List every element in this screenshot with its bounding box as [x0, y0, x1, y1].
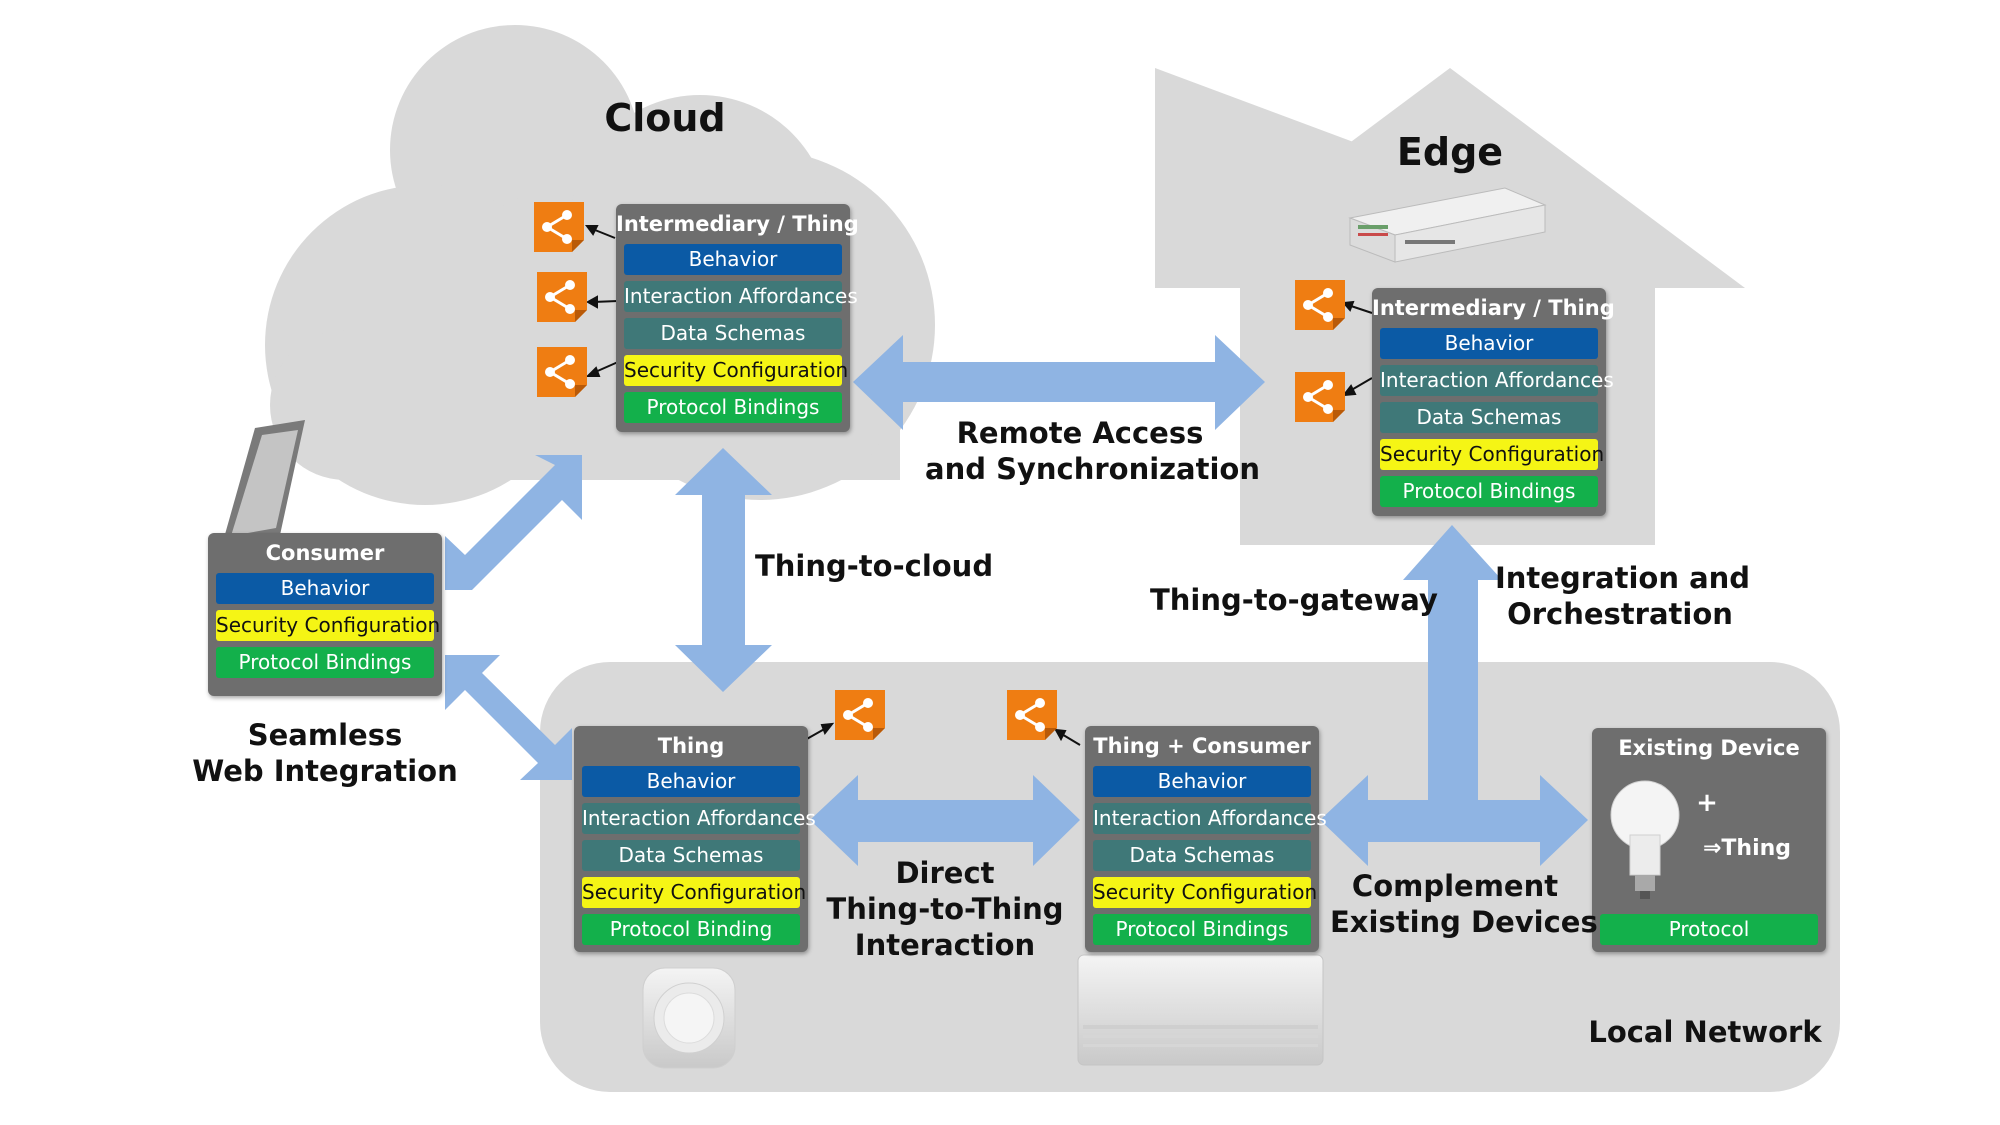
label-line: Direct — [895, 856, 995, 890]
remote-access-arrow — [853, 335, 1265, 430]
label-line: Web Integration — [192, 754, 458, 788]
data-schemas-row: Data Schemas — [1093, 840, 1311, 871]
box-title: Intermediary / Thing — [1372, 296, 1615, 320]
consumer-box: Consumer Behavior Security Configuration… — [208, 533, 442, 696]
td-share-icon — [535, 270, 589, 324]
protocol-bindings-row: Protocol Bindings — [216, 647, 434, 678]
thing-box: Thing Behavior Interaction Affordances D… — [574, 726, 816, 952]
edge-label: Edge — [1396, 130, 1504, 174]
box-title: Consumer — [265, 541, 385, 565]
td-pointer-arrows — [585, 225, 1373, 746]
td-share-icon — [1005, 688, 1059, 742]
cloud-label: Cloud — [604, 96, 726, 140]
connection-arrows — [445, 335, 1588, 866]
plus-sign: + — [1696, 788, 1718, 818]
thing-to-cloud-arrow — [675, 448, 772, 692]
interaction-affordances-row: Interaction Affordances — [1380, 365, 1614, 396]
air-conditioner-device — [1077, 954, 1324, 1066]
light-bulb-icon — [1610, 780, 1680, 899]
security-configuration-row: Security Configuration — [582, 877, 806, 908]
motion-sensor-device — [642, 967, 736, 1069]
direct-interaction-label: Direct Thing-to-Thing Interaction — [820, 855, 1070, 963]
protocol-bindings-row: Protocol Bindings — [1380, 476, 1598, 507]
interaction-affordances-row: Interaction Affordances — [1093, 803, 1327, 834]
td-share-icon — [833, 688, 887, 742]
remote-access-label: Remote Access and Synchronization — [925, 415, 1260, 487]
label-line: Existing Devices — [1330, 905, 1598, 939]
data-schemas-row: Data Schemas — [582, 840, 800, 871]
box-title: Thing + Consumer — [1093, 734, 1311, 758]
box-title: Thing — [657, 734, 725, 758]
td-share-icon — [535, 345, 589, 399]
local-network-label: Local Network — [1588, 1015, 1822, 1049]
security-configuration-row: Security Configuration — [624, 355, 848, 386]
td-share-icon — [1293, 278, 1347, 332]
integration-arrow — [1403, 525, 1502, 815]
protocol-bindings-row: Protocol Bindings — [1093, 914, 1311, 945]
complement-arrow — [1320, 775, 1588, 866]
cloud-intermediary-box: Intermediary / Thing Behavior Interactio… — [616, 204, 859, 432]
behavior-row: Behavior — [624, 244, 842, 275]
direct-thing-arrow — [810, 775, 1080, 866]
td-share-icon — [1293, 370, 1347, 424]
data-schemas-row: Data Schemas — [1380, 402, 1598, 433]
td-share-icon — [532, 200, 586, 254]
data-schemas-row: Data Schemas — [624, 318, 842, 349]
label-line: Interaction — [854, 928, 1036, 962]
security-configuration-row: Security Configuration — [1380, 439, 1604, 470]
behavior-row: Behavior — [216, 573, 434, 604]
label-line: Orchestration — [1507, 597, 1733, 631]
security-configuration-row: Security Configuration — [1093, 877, 1317, 908]
consumer-thing-arrow — [445, 655, 572, 780]
security-configuration-row: Security Configuration — [216, 610, 440, 641]
protocol-binding-row: Protocol Binding — [582, 914, 800, 945]
label-line: Integration and — [1495, 561, 1751, 595]
seamless-integration-label: Seamless Web Integration — [185, 717, 465, 789]
interaction-affordances-row: Interaction Affordances — [582, 803, 816, 834]
thing-to-cloud-label: Thing-to-cloud — [755, 549, 994, 583]
label-line: Complement — [1351, 869, 1559, 903]
consumer-cloud-arrow — [445, 455, 582, 590]
behavior-row: Behavior — [582, 766, 800, 797]
protocol-bindings-row: Protocol Bindings — [624, 392, 842, 423]
thing-to-gateway-label: Thing-to-gateway — [1150, 583, 1438, 617]
result-thing-label: ⇒Thing — [1702, 836, 1792, 861]
gateway-device — [1348, 187, 1547, 263]
label-line: Remote Access — [956, 416, 1204, 450]
label-line: Seamless — [247, 718, 403, 752]
box-title: Existing Device — [1618, 736, 1800, 760]
box-title: Intermediary / Thing — [616, 212, 859, 236]
behavior-row: Behavior — [1380, 328, 1598, 359]
behavior-row: Behavior — [1093, 766, 1311, 797]
thing-consumer-box: Thing + Consumer Behavior Interaction Af… — [1085, 726, 1327, 952]
label-line: Thing-to-Thing — [826, 892, 1064, 926]
protocol-row: Protocol — [1600, 914, 1818, 945]
complement-devices-label: Complement Existing Devices — [1330, 868, 1598, 940]
edge-intermediary-box: Intermediary / Thing Behavior Interactio… — [1372, 288, 1615, 516]
interaction-affordances-row: Interaction Affordances — [624, 281, 858, 312]
integration-label: Integration and Orchestration — [1495, 560, 1751, 632]
label-line: and Synchronization — [925, 452, 1260, 486]
